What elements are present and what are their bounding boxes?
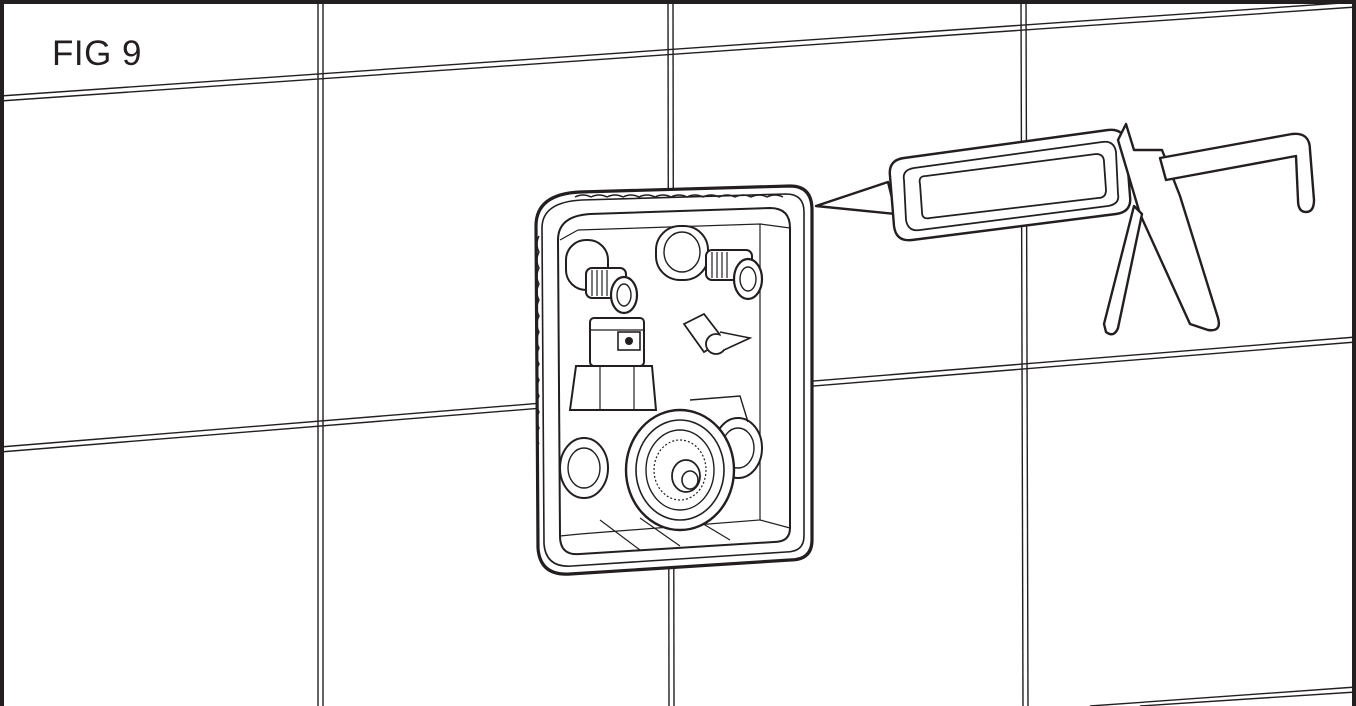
caulking-gun-icon bbox=[814, 122, 1316, 336]
sealant-bead bbox=[534, 184, 814, 576]
grout-horizontal-3 bbox=[1089, 686, 1356, 706]
valve-stem bbox=[568, 317, 658, 411]
pressure-plug bbox=[682, 312, 753, 355]
valve-cartridge bbox=[624, 408, 736, 532]
grout-horizontal-1 bbox=[0, 1, 1356, 102]
caulking-gun-nozzle bbox=[814, 180, 898, 216]
figure-label: FIG 9 bbox=[52, 34, 143, 73]
concealed-valve-box-icon bbox=[534, 184, 814, 576]
caulking-gun-rod bbox=[1158, 132, 1316, 214]
inlet-fitting-right bbox=[655, 225, 764, 301]
grout-vertical-3 bbox=[1020, 0, 1029, 706]
caulking-gun-frame bbox=[888, 128, 1132, 242]
inlet-fitting-left bbox=[565, 239, 639, 315]
outlet-fitting-left bbox=[559, 437, 609, 499]
caulking-gun-cartridge bbox=[918, 153, 1107, 220]
grout-vertical-1 bbox=[317, 0, 324, 706]
caulking-gun-handle bbox=[1116, 122, 1221, 332]
caulking-gun-trigger bbox=[1102, 204, 1144, 336]
